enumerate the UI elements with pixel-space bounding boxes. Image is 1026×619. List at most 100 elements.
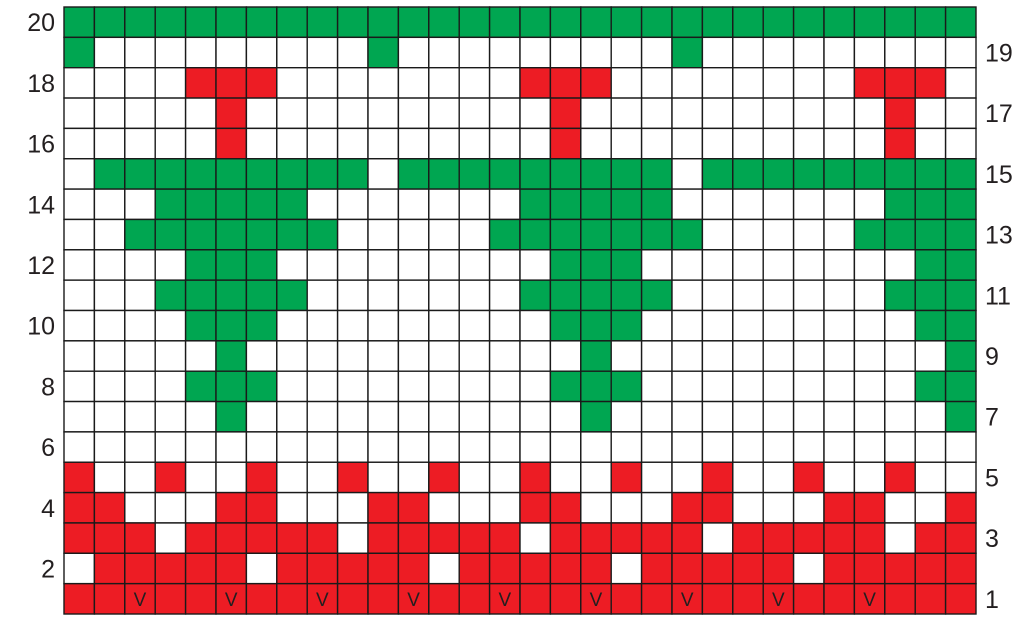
stitch-cell <box>338 462 368 492</box>
stitch-cell <box>702 311 732 341</box>
stitch-cell <box>642 219 672 249</box>
stitch-cell <box>520 250 550 280</box>
stitch-cell <box>581 432 611 462</box>
stitch-cell <box>915 553 945 583</box>
stitch-cell <box>733 37 763 67</box>
stitch-cell <box>611 280 641 310</box>
stitch-cell <box>398 189 428 219</box>
stitch-cell <box>946 37 976 67</box>
stitch-cell <box>763 280 793 310</box>
stitch-cell <box>794 219 824 249</box>
stitch-cell <box>520 341 550 371</box>
stitch-cell <box>186 37 216 67</box>
stitch-cell <box>216 128 246 158</box>
stitch-cell <box>854 128 884 158</box>
stitch-cell <box>550 371 580 401</box>
stitch-cell <box>885 432 915 462</box>
row-number-label: 20 <box>27 9 55 37</box>
stitch-cell <box>216 493 246 523</box>
stitch-cell <box>642 493 672 523</box>
stitch-cell <box>216 432 246 462</box>
stitch-cell <box>824 7 854 37</box>
stitch-cell <box>216 98 246 128</box>
stitch-cell <box>763 7 793 37</box>
stitch-cell <box>459 128 489 158</box>
stitch-cell <box>368 493 398 523</box>
stitch-cell <box>429 523 459 553</box>
stitch-cell <box>581 402 611 432</box>
stitch-cell <box>672 432 702 462</box>
stitch-cell <box>125 219 155 249</box>
stitch-cell <box>429 128 459 158</box>
stitch-cell <box>246 159 276 189</box>
stitch-cell <box>672 159 702 189</box>
stitch-cell <box>368 402 398 432</box>
stitch-cell <box>64 98 94 128</box>
stitch-cell <box>490 462 520 492</box>
stitch-cell <box>277 159 307 189</box>
stitch-cell <box>277 523 307 553</box>
stitch-cell <box>186 159 216 189</box>
stitch-cell <box>459 311 489 341</box>
stitch-cell <box>338 553 368 583</box>
stitch-cell <box>794 493 824 523</box>
stitch-cell <box>155 584 185 614</box>
stitch-cell <box>64 341 94 371</box>
row-number-label: 10 <box>27 313 55 341</box>
stitch-cell <box>459 250 489 280</box>
stitch-cell <box>429 311 459 341</box>
stitch-cell <box>368 98 398 128</box>
stitch-cell <box>854 37 884 67</box>
stitch-cell <box>64 189 94 219</box>
stitch-cell <box>581 189 611 219</box>
stitch-cell <box>277 462 307 492</box>
stitch-cell <box>581 250 611 280</box>
stitch-mark: V <box>407 590 420 611</box>
stitch-cell <box>794 7 824 37</box>
stitch-cell <box>368 37 398 67</box>
stitch-cell <box>581 371 611 401</box>
stitch-cell <box>368 280 398 310</box>
stitch-cell <box>246 432 276 462</box>
stitch-cell <box>520 68 550 98</box>
stitch-cell <box>946 341 976 371</box>
stitch-cell <box>611 462 641 492</box>
stitch-cell <box>550 402 580 432</box>
stitch-cell <box>155 250 185 280</box>
stitch-cell <box>338 250 368 280</box>
stitch-cell <box>368 462 398 492</box>
stitch-cell <box>702 250 732 280</box>
stitch-cell <box>459 37 489 67</box>
stitch-cell <box>368 68 398 98</box>
stitch-cell <box>125 462 155 492</box>
stitch-mark: V <box>681 590 694 611</box>
stitch-cell <box>307 68 337 98</box>
stitch-cell <box>733 68 763 98</box>
stitch-cell <box>946 493 976 523</box>
stitch-cell <box>155 280 185 310</box>
stitch-cell <box>338 341 368 371</box>
stitch-cell <box>277 68 307 98</box>
stitch-cell <box>520 159 550 189</box>
stitch-mark: V <box>225 590 238 611</box>
stitch-cell <box>338 402 368 432</box>
stitch-cell <box>520 280 550 310</box>
stitch-cell <box>702 493 732 523</box>
stitch-mark: V <box>316 590 329 611</box>
stitch-cell <box>611 37 641 67</box>
stitch-cell <box>216 311 246 341</box>
stitch-cell <box>611 371 641 401</box>
stitch-cell <box>64 493 94 523</box>
stitch-cell <box>155 462 185 492</box>
stitch-cell <box>763 219 793 249</box>
stitch-cell <box>520 432 550 462</box>
stitch-cell <box>824 432 854 462</box>
stitch-cell <box>94 159 124 189</box>
stitch-cell <box>429 250 459 280</box>
row-number-label: 7 <box>985 404 999 432</box>
stitch-cell <box>733 553 763 583</box>
stitch-cell <box>794 371 824 401</box>
stitch-cell <box>186 493 216 523</box>
stitch-cell <box>854 311 884 341</box>
stitch-cell <box>702 189 732 219</box>
